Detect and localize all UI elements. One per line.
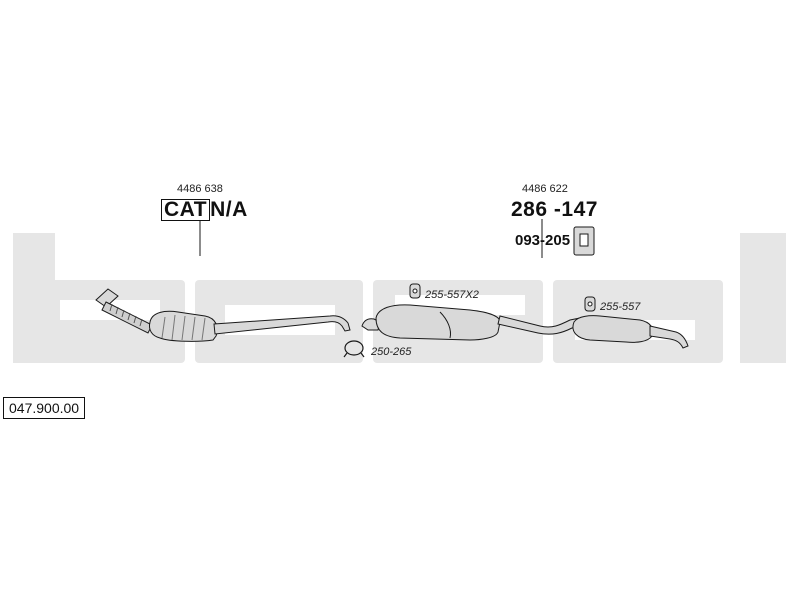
clamp-label: 250-265 (371, 346, 412, 358)
hanger-part-suffix: -205 (540, 232, 571, 249)
rear-oem-number: 4486 622 (522, 183, 568, 195)
diagram-code: 047.900.00 (3, 397, 86, 419)
rubber-mount-icon-2 (584, 296, 596, 312)
cat-label: CAT (161, 199, 211, 221)
main-part-prefix: 286 (511, 198, 548, 221)
watermark-logo (13, 233, 786, 363)
hanger-bracket-icon (573, 226, 595, 256)
front-pipe-cat (95, 288, 351, 342)
main-part-number: 286 -147 (511, 198, 598, 222)
rubber-mount-label-1: 255-557X2 (425, 289, 479, 301)
hanger-part-prefix: 093 (515, 232, 541, 249)
rubber-mount-icon-1 (409, 283, 421, 299)
hanger-part-number: 093-205 (515, 232, 570, 249)
leader-lines (199, 219, 543, 258)
rear-silencer-assembly (361, 304, 689, 349)
clamp-icon (343, 340, 365, 358)
cat-note: N/A (210, 198, 248, 221)
rubber-mount-label-2: 255-557 (600, 301, 641, 313)
front-oem-number: 4486 638 (177, 183, 223, 195)
main-part-suffix: -147 (553, 198, 598, 221)
